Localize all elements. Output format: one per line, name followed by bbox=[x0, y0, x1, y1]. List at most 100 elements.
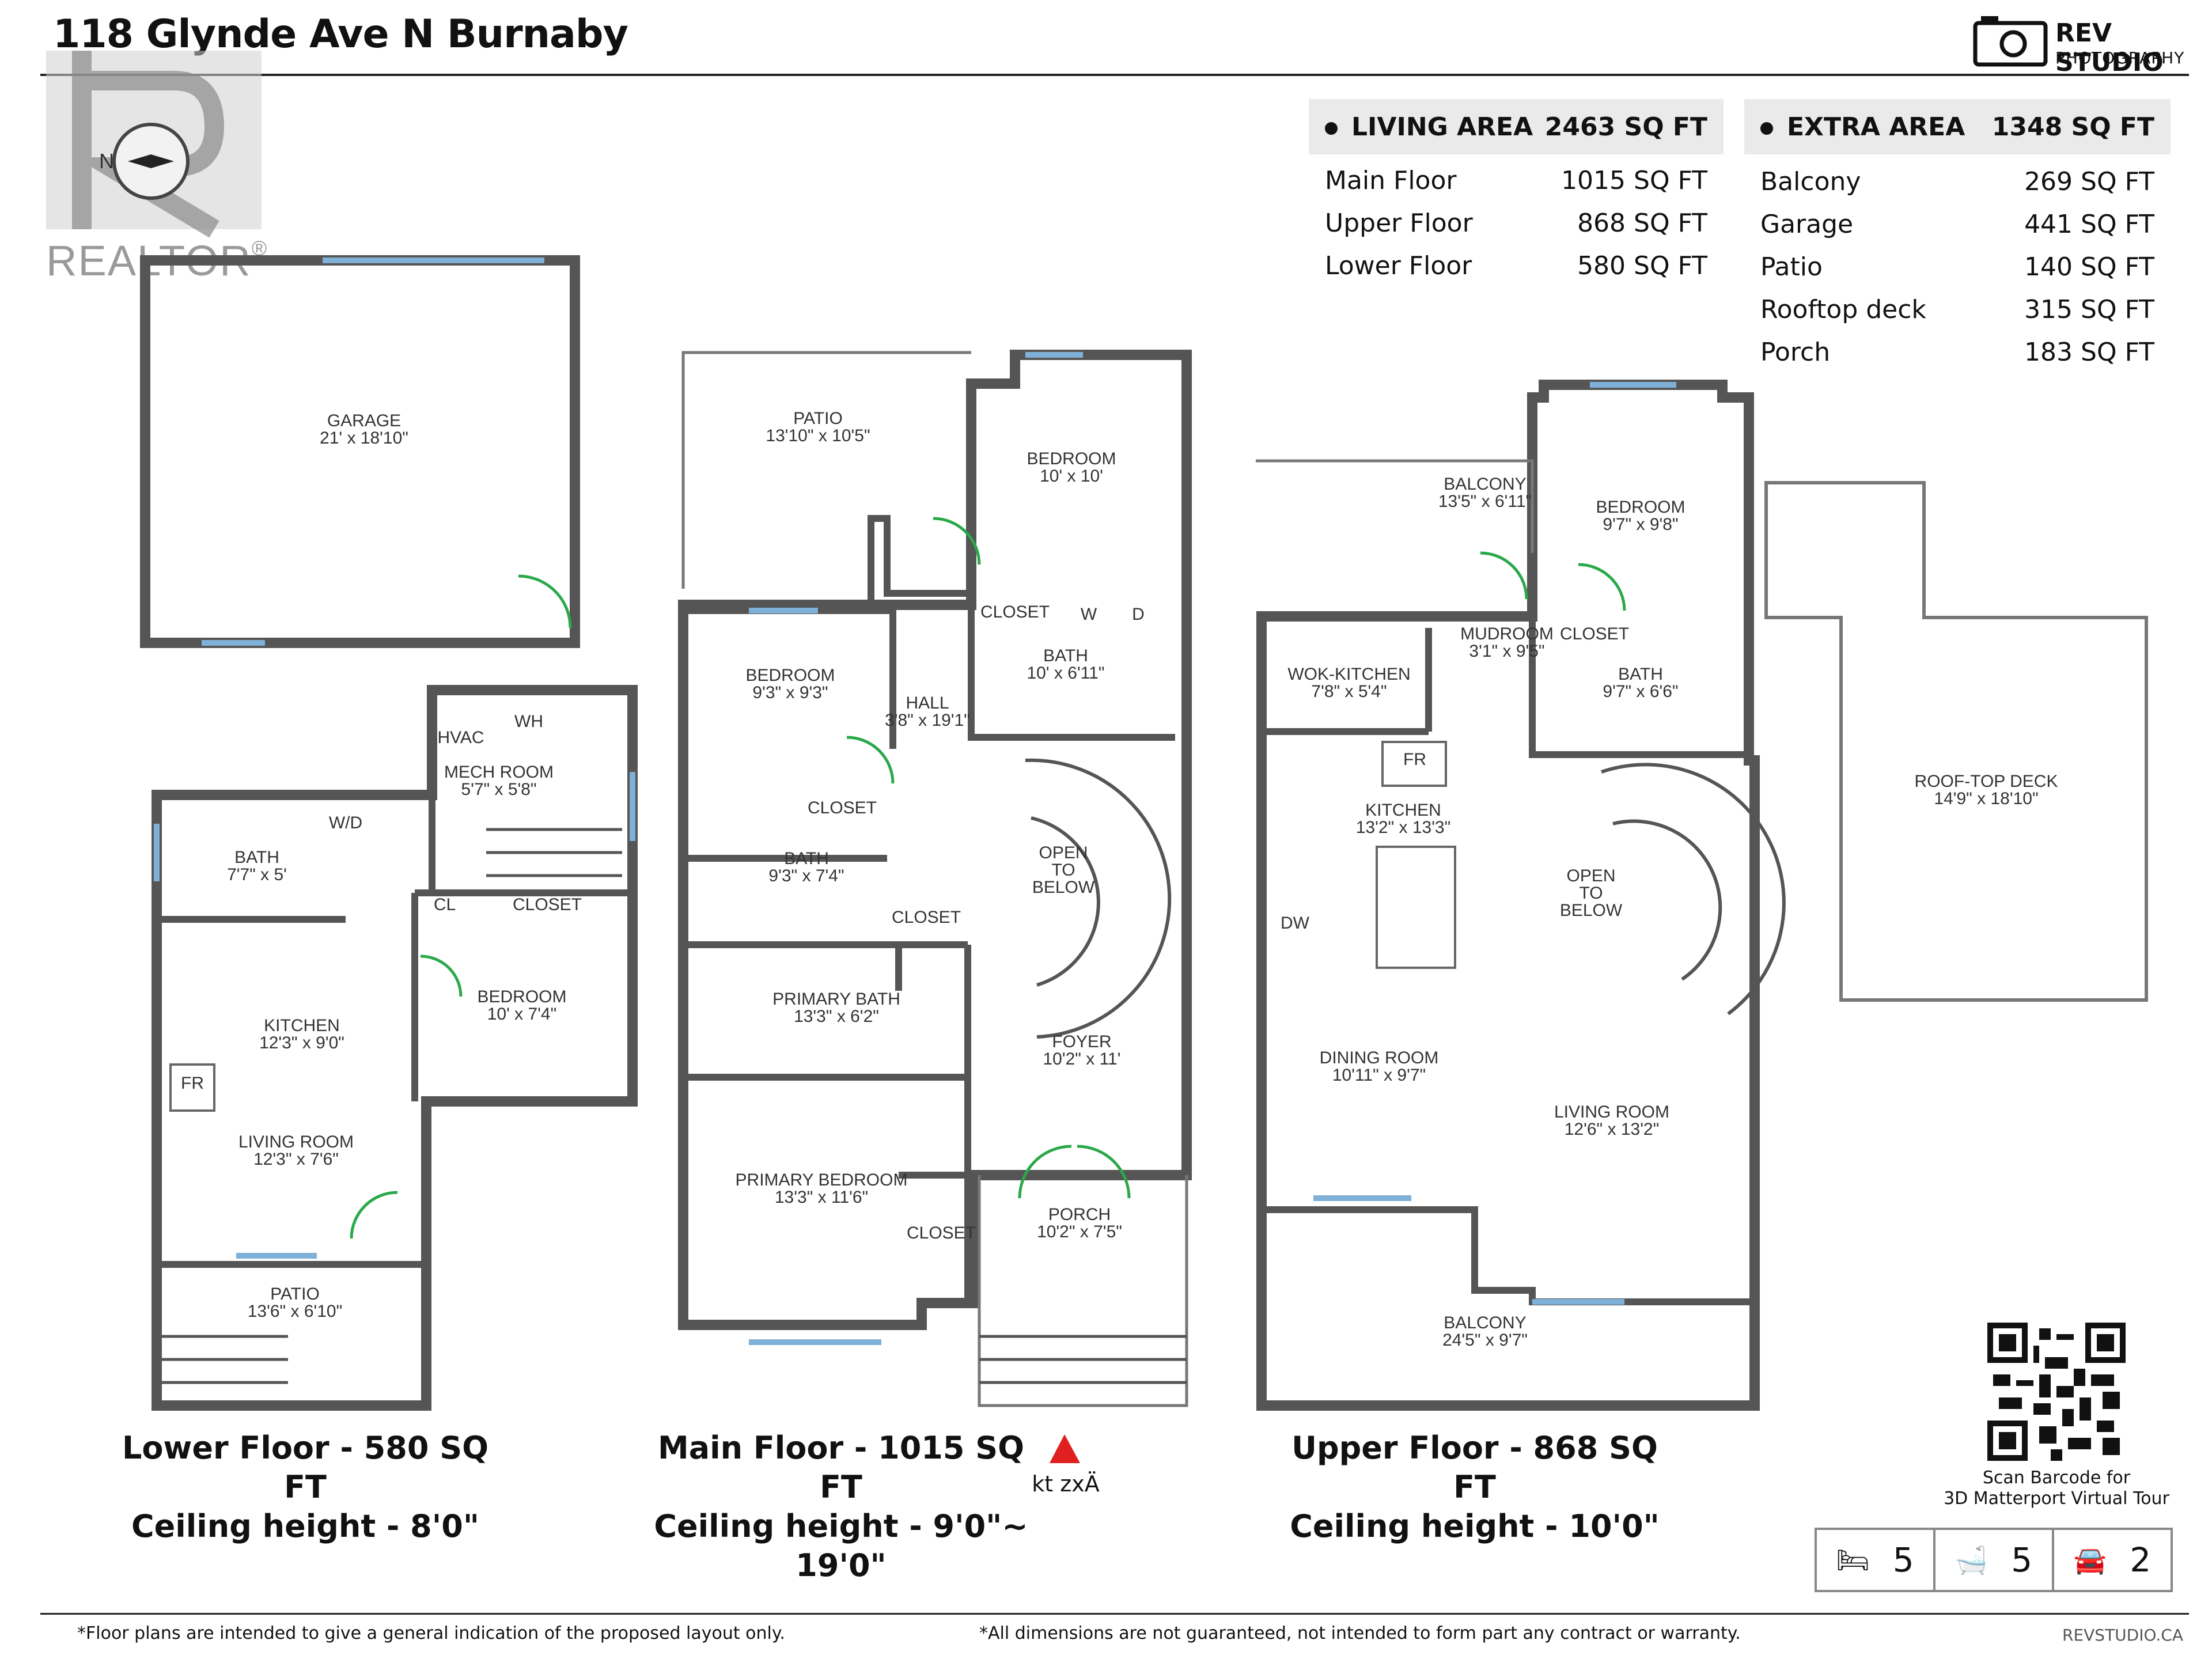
footer-divider bbox=[40, 1613, 2189, 1615]
footer-site: REVSTUDIO.CA bbox=[2062, 1626, 2183, 1645]
room-label-line: BELOW bbox=[1560, 901, 1623, 920]
lower-floor-walls bbox=[151, 685, 638, 1411]
room-label-line: PATIO bbox=[270, 1285, 320, 1304]
parking-count: 🚘2 bbox=[2052, 1528, 2173, 1592]
room-label-line: 10'2" x 7'5" bbox=[1037, 1222, 1122, 1241]
room-label-line: 12'3" x 9'0" bbox=[259, 1033, 344, 1052]
room-label-line: 10' x 7'4" bbox=[487, 1005, 557, 1024]
room-label-line: 12'3" x 7'6" bbox=[253, 1150, 339, 1169]
room-label-line: HVAC bbox=[437, 728, 484, 747]
room-label-line: KITCHEN bbox=[264, 1016, 340, 1035]
room-label-line: BALCONY bbox=[1444, 475, 1526, 494]
room-label-dw: DW bbox=[1281, 914, 1310, 933]
room-label-line: PORCH bbox=[1048, 1205, 1111, 1224]
footer-disclaimer-left: *Floor plans are intended to give a gene… bbox=[77, 1623, 785, 1643]
room-label-line: 7'8" x 5'4" bbox=[1311, 682, 1387, 701]
room-label-line: CLOSET bbox=[907, 1224, 976, 1243]
room-label-line: 21' x 18'10" bbox=[320, 429, 408, 448]
room-label-line: BEDROOM bbox=[1027, 449, 1116, 468]
fridge bbox=[1381, 741, 1447, 787]
room-label-d: D bbox=[1132, 605, 1145, 624]
room-label-main-closet-w: CLOSET bbox=[980, 603, 1050, 622]
room-label-lower-closet: CLOSET bbox=[513, 895, 582, 914]
room-label-line: W/D bbox=[329, 813, 362, 832]
room-label-main-closet3: CLOSET bbox=[892, 908, 961, 927]
room-label-line: LIVING ROOM bbox=[1554, 1103, 1669, 1122]
lower-fridge bbox=[169, 1063, 215, 1112]
room-label-line: MUDROOM bbox=[1460, 624, 1554, 643]
bathroom-count: 🛁5 bbox=[1933, 1528, 2054, 1592]
room-label-line: CLOSET bbox=[1560, 624, 1629, 643]
room-label-line: WH bbox=[514, 712, 543, 731]
room-label-line: 10'11" x 9'7" bbox=[1332, 1066, 1426, 1085]
room-label-line: BELOW bbox=[1032, 878, 1095, 897]
room-label-wd: W/D bbox=[329, 813, 362, 832]
room-label-line: 10' x 6'11" bbox=[1027, 664, 1105, 683]
car-icon: 🚘 bbox=[2073, 1544, 2107, 1575]
room-label-line: BEDROOM bbox=[745, 666, 835, 685]
room-label-line: 13'3" x 11'6" bbox=[775, 1188, 868, 1207]
room-label-line: 13'6" x 6'10" bbox=[248, 1302, 343, 1321]
room-label-line: LIVING ROOM bbox=[238, 1132, 354, 1152]
room-label-line: CLOSET bbox=[513, 895, 582, 914]
footer-disclaimer-right: *All dimensions are not guaranteed, not … bbox=[979, 1623, 1741, 1643]
room-label-lower-cl: CL bbox=[434, 895, 456, 914]
compass-letter: N bbox=[99, 149, 114, 173]
room-label-line: 3'8" x 19'1" bbox=[885, 711, 970, 730]
room-label-line: FR bbox=[181, 1074, 204, 1093]
room-label-line: BATH bbox=[1618, 665, 1663, 684]
room-label-line: FOYER bbox=[1052, 1032, 1111, 1051]
room-label-line: PATIO bbox=[793, 409, 843, 428]
room-label-line: BATH bbox=[234, 848, 279, 867]
garage-walls bbox=[140, 255, 580, 648]
room-label-line: 13'5" x 6'11" bbox=[1438, 492, 1532, 511]
room-label-wh: WH bbox=[514, 712, 543, 731]
room-label-line: 13'2" x 13'3" bbox=[1356, 818, 1451, 837]
room-label-line: DINING ROOM bbox=[1320, 1048, 1439, 1067]
room-label-line: 9'7" x 9'8" bbox=[1603, 515, 1678, 534]
room-label-line: 24'5" x 9'7" bbox=[1442, 1331, 1528, 1350]
room-label-line: CLOSET bbox=[808, 798, 877, 817]
realtor-logo: N bbox=[46, 51, 262, 238]
room-label-line: D bbox=[1132, 605, 1145, 624]
room-label-main-closet2: CLOSET bbox=[808, 798, 877, 817]
room-label-line: 10' x 10' bbox=[1040, 467, 1103, 486]
room-label-line: 7'7" x 5' bbox=[227, 865, 287, 884]
room-label-line: DW bbox=[1281, 914, 1310, 933]
room-label-line: 3'1" x 9'5" bbox=[1469, 642, 1544, 661]
header-divider bbox=[40, 74, 2189, 76]
qr-code[interactable] bbox=[1987, 1323, 2126, 1461]
room-label-line: HALL bbox=[906, 694, 949, 713]
room-label-hvac: HVAC bbox=[437, 728, 484, 747]
room-label-w: W bbox=[1081, 605, 1097, 624]
room-label-line: CLOSET bbox=[892, 908, 961, 927]
bed-icon: 🛏 bbox=[1836, 1544, 1870, 1575]
entry-marker-label: kt zxÄ bbox=[1032, 1471, 1100, 1497]
room-label-line: FR bbox=[1403, 750, 1426, 769]
room-label-line: PRIMARY BATH bbox=[772, 990, 900, 1009]
